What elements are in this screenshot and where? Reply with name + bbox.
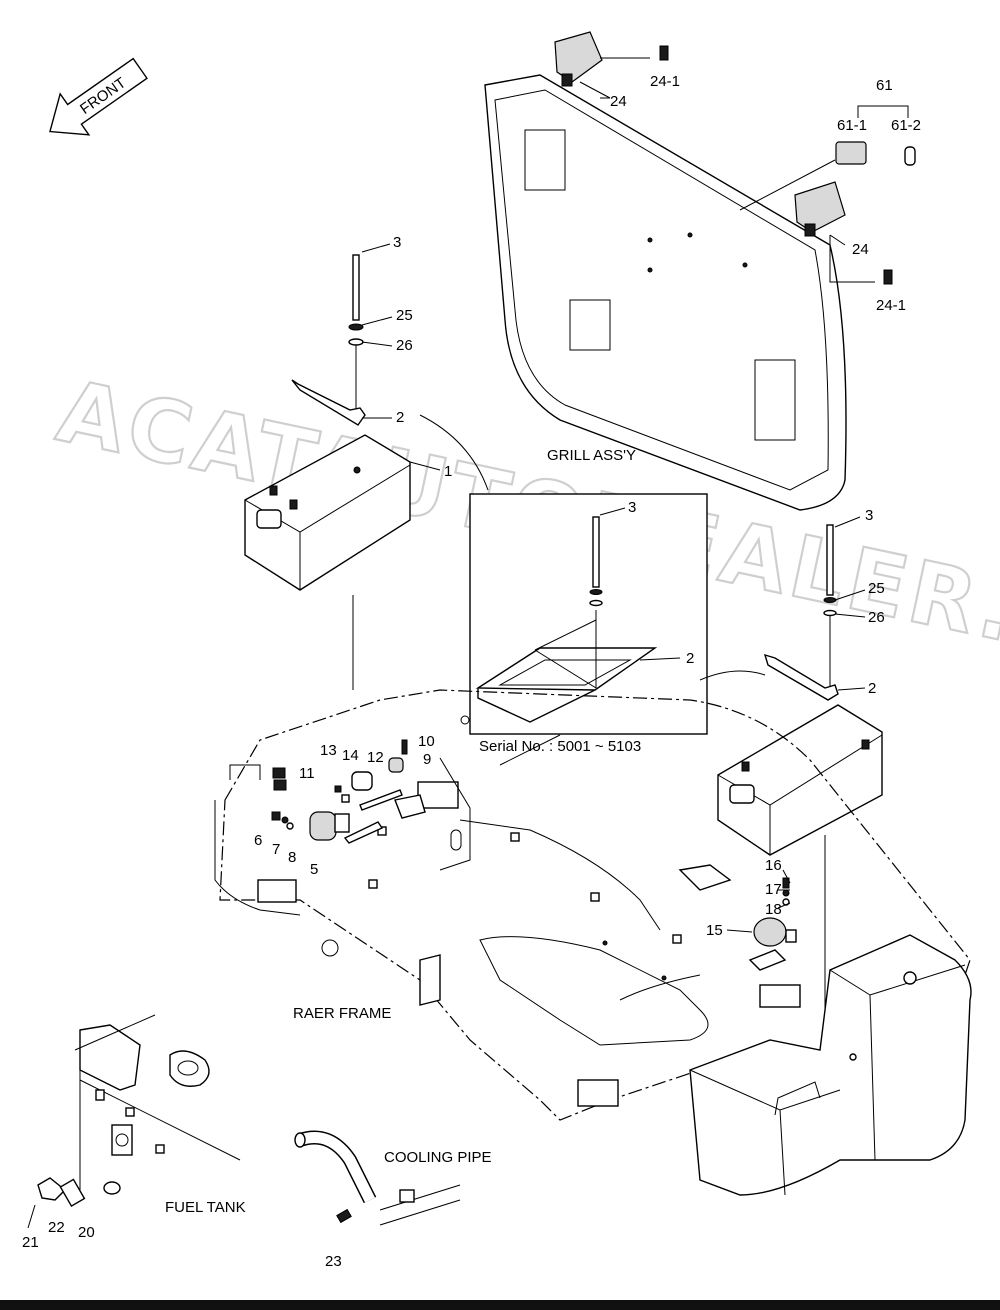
bulb-icon	[659, 45, 669, 61]
callout-23: 23	[325, 1253, 342, 1270]
handle-icon	[729, 784, 755, 804]
bulb-icon	[904, 146, 916, 166]
callout-5: 5	[310, 861, 318, 878]
callout-14: 14	[342, 747, 359, 764]
work-lamp-right	[794, 181, 893, 285]
relay-parts	[271, 739, 426, 844]
handle-icon	[256, 509, 282, 529]
work-lamp-top	[554, 31, 669, 99]
callout-2: 2	[686, 650, 694, 667]
callout-3: 3	[393, 234, 401, 251]
battery-left	[244, 254, 411, 690]
fuel-tank	[689, 934, 972, 1196]
vent-mesh-left	[524, 129, 566, 191]
cooling-pipe-caption: COOLING PIPE	[384, 1149, 492, 1166]
front-arrow-icon: FRONT	[49, 57, 148, 136]
callout-15: 15	[706, 922, 723, 939]
callout-26: 26	[396, 337, 413, 354]
fuel-tank-caption: FUEL TANK	[165, 1199, 246, 1216]
callout-18: 18	[765, 901, 782, 918]
callout-3: 3	[628, 499, 636, 516]
callout-24: 24	[610, 93, 627, 110]
callout-25: 25	[396, 307, 413, 324]
rear-frame-caption: RAER FRAME	[293, 1005, 391, 1022]
inset-box	[419, 414, 708, 735]
grill-assembly: GRILL ASS'Y	[484, 74, 847, 511]
callout-10: 10	[418, 733, 435, 750]
callouts: 1 2 2 2 3 3 3 5 6 7 8 9 10 11 12 13 14 1…	[22, 73, 921, 1270]
callout-24-1: 24-1	[650, 73, 680, 90]
callout-17: 17	[765, 881, 782, 898]
callout-24-1: 24-1	[876, 297, 906, 314]
horn-icon	[309, 811, 337, 841]
battery-right	[699, 524, 883, 1060]
callout-12: 12	[367, 749, 384, 766]
callout-9: 9	[423, 751, 431, 768]
callout-7: 7	[272, 841, 280, 858]
callout-6: 6	[254, 832, 262, 849]
callout-20: 20	[78, 1224, 95, 1241]
callout-8: 8	[288, 849, 296, 866]
horn-icon	[753, 917, 787, 947]
callout-61-1: 61-1	[837, 117, 867, 134]
callout-61-2: 61-2	[891, 117, 921, 134]
fuel-tank-detail: FUEL TANK	[27, 1014, 246, 1229]
callout-61: 61	[876, 77, 893, 94]
callout-21: 21	[22, 1234, 39, 1251]
callout-26: 26	[868, 609, 885, 626]
callout-3: 3	[865, 507, 873, 524]
bottom-border	[0, 1300, 1000, 1310]
callout-13: 13	[320, 742, 337, 759]
callout-2: 2	[868, 680, 876, 697]
callout-24: 24	[852, 241, 869, 258]
callout-25: 25	[868, 580, 885, 597]
rear-frame: RAER FRAME	[214, 689, 971, 1121]
callout-2: 2	[396, 409, 404, 426]
lamp-61	[739, 105, 916, 211]
bolt-icon	[352, 254, 360, 321]
serial-number-note: Serial No. : 5001 ~ 5103	[479, 738, 641, 755]
callout-11: 11	[299, 765, 315, 782]
callout-16: 16	[765, 857, 782, 874]
callout-1: 1	[444, 463, 452, 480]
callout-22: 22	[48, 1219, 65, 1236]
bulb-icon	[883, 269, 893, 285]
leader-lines	[361, 97, 866, 933]
grill-caption: GRILL ASS'Y	[547, 447, 636, 464]
bolt-icon	[826, 524, 834, 596]
vent-mesh-right	[754, 359, 796, 441]
horn-15	[748, 877, 797, 971]
cooling-pipe: COOLING PIPE	[294, 1130, 492, 1226]
